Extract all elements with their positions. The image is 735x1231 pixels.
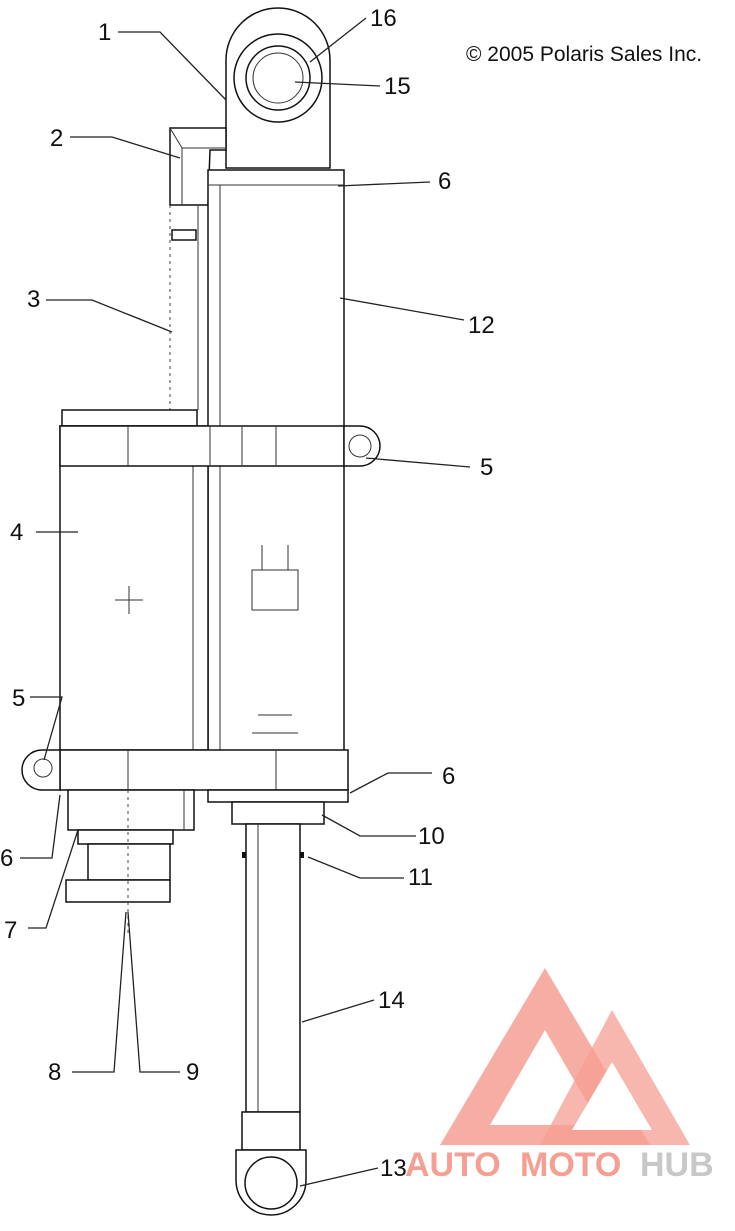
callout-6c: 6: [0, 845, 13, 872]
logo-text-hub: HUB: [640, 1146, 714, 1184]
reservoir-hose: [61, 127, 227, 427]
callout-labels: 1 2 3 4 5 5 6 6 6 7 8 9 10 11 12 13 14 1…: [0, 5, 495, 1182]
callout-2: 2: [50, 125, 63, 152]
callout-10: 10: [418, 823, 445, 850]
callout-6b: 6: [442, 763, 455, 790]
callout-16: 16: [370, 5, 397, 32]
logo-text-auto: AUTO: [405, 1146, 501, 1184]
callout-3: 3: [27, 286, 40, 313]
shaft: [245, 823, 301, 1113]
callout-11: 11: [408, 864, 433, 891]
callout-1: 1: [98, 19, 111, 46]
leader-lines: [20, 17, 471, 1187]
main-shock-body: [207, 169, 345, 771]
callout-15: 15: [384, 73, 411, 100]
callout-12: 12: [468, 312, 495, 339]
callout-4: 4: [10, 519, 23, 546]
callout-14: 14: [378, 987, 405, 1014]
logo-triangle-right-inner: [572, 1062, 652, 1130]
upper-clamp-band: [59, 425, 381, 467]
lower-clamp-band: [21, 749, 349, 791]
callout-13: 13: [380, 1155, 407, 1182]
bottom-eyelet: [235, 1111, 307, 1216]
automotohub-logo: AUTO MOTO HUB: [405, 968, 714, 1184]
top-eyelet: [225, 7, 331, 169]
callout-9: 9: [186, 1059, 199, 1086]
copyright-notice: © 2005 Polaris Sales Inc.: [466, 43, 702, 66]
reservoir-cap: [65, 789, 195, 935]
callout-5b: 5: [12, 685, 25, 712]
logo-text-moto: MOTO: [520, 1146, 621, 1184]
callout-6a: 6: [438, 168, 451, 195]
callout-8: 8: [48, 1059, 61, 1086]
reservoir-body: [59, 425, 209, 751]
callout-7: 7: [4, 917, 17, 944]
callout-5a: 5: [480, 454, 493, 481]
